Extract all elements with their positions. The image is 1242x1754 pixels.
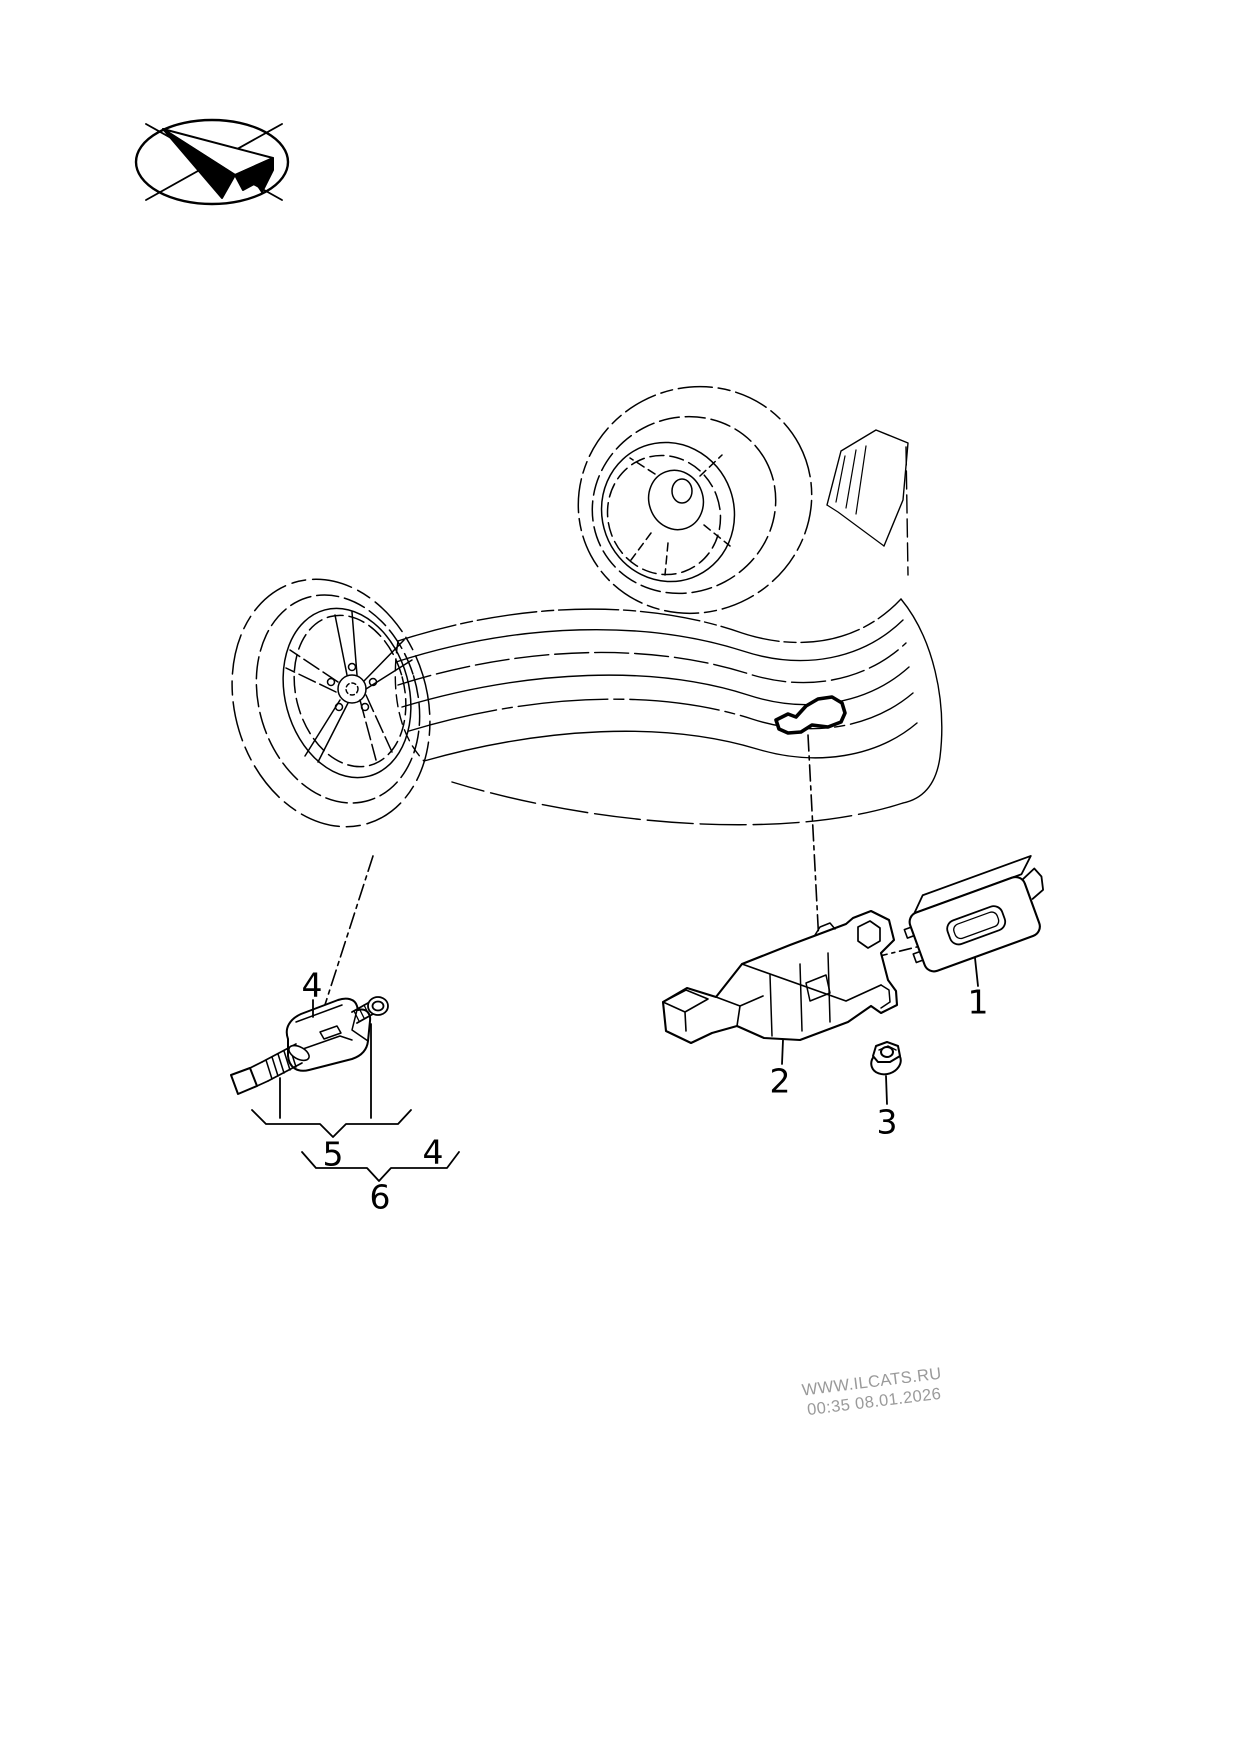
- valve-stem-drawing: [230, 1043, 310, 1095]
- callout-4-screw[interactable]: 4: [422, 1132, 444, 1172]
- grouping-brackets: [251, 1023, 460, 1182]
- brand-logo-icon: [134, 118, 290, 206]
- control-module-drawing: [903, 855, 1044, 973]
- leader-lines: [321, 734, 930, 1015]
- callout-6[interactable]: 6: [369, 1177, 391, 1217]
- callout-2[interactable]: 2: [769, 1061, 791, 1101]
- sensor-screw-drawing: [351, 996, 389, 1024]
- bumper-clip-marker: [774, 695, 847, 735]
- rear-bumper-drawing: [394, 429, 943, 826]
- callout-4-sensor[interactable]: 4: [301, 965, 323, 1005]
- callout-3[interactable]: 3: [876, 1102, 898, 1142]
- callout-5[interactable]: 5: [322, 1134, 344, 1174]
- flange-nut-drawing: [870, 1041, 902, 1076]
- upper-wheel-drawing: [577, 385, 813, 615]
- antenna-bracket-drawing: [661, 909, 899, 1045]
- callout-leaders: [312, 957, 979, 1105]
- lower-wheel-drawing: [231, 578, 431, 828]
- callout-1[interactable]: 1: [967, 982, 989, 1022]
